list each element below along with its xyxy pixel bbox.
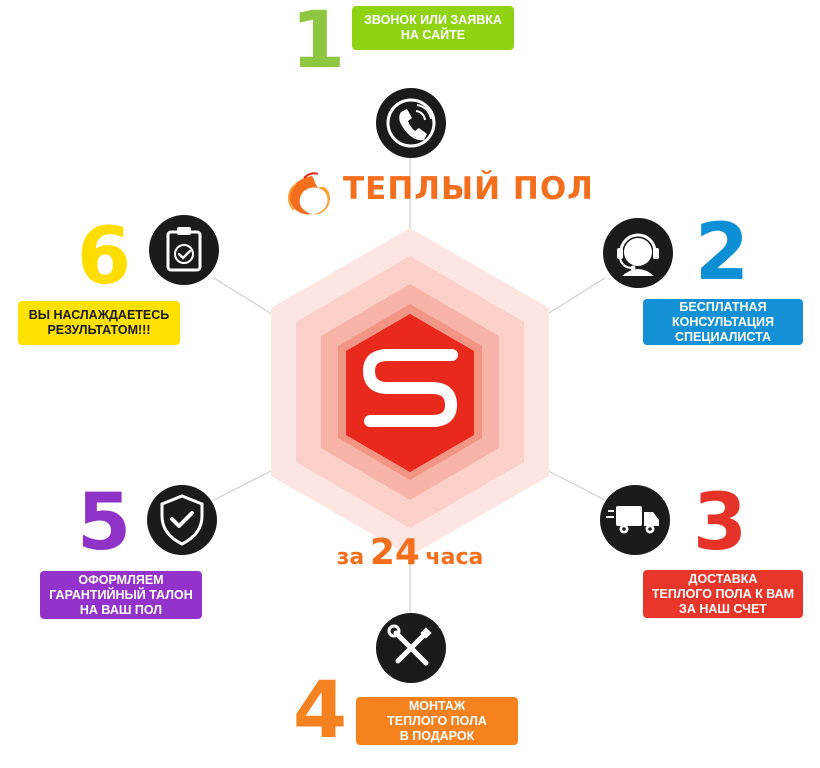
shield-check-icon (160, 494, 204, 546)
delivery-truck-icon (616, 506, 659, 534)
phoenix-logo-icon (288, 172, 330, 215)
step-6-icon-circle (149, 215, 219, 285)
step-1-label: ЗВОНОК ИЛИ ЗАЯВКА НА САЙТЕ (352, 6, 514, 50)
phone-call-icon (399, 109, 427, 141)
step-3-label: ДОСТАВКА ТЕПЛОГО ПОЛА К ВАМ ЗА НАШ СЧЕТ (643, 570, 803, 618)
step-4-number: 4 (292, 666, 348, 756)
step-6-number: 6 (76, 212, 132, 302)
step-3-number: 3 (692, 478, 748, 568)
time-prefix: за (336, 545, 365, 570)
step-5-label: ОФОРМЛЯЕМ ГАРАНТИЙНЫЙ ТАЛОН НА ВАШ ПОЛ (40, 571, 202, 619)
step-1-number: 1 (290, 0, 346, 86)
headset-operator-icon (617, 233, 659, 276)
heating-cable-icon (363, 349, 458, 427)
step-5-number: 5 (76, 478, 132, 568)
step-4-icon-circle (376, 613, 446, 683)
step-2-label: БЕСПЛАТНАЯ КОНСУЛЬТАЦИЯ СПЕЦИАЛИСТА (643, 299, 803, 345)
step-4-label: МОНТАЖ ТЕПЛОГО ПОЛА В ПОДАРОК (356, 697, 518, 745)
time-number: 24 (369, 532, 420, 573)
step-2-icon-circle (603, 218, 673, 288)
brand-title: ТЕПЛЫЙ ПОЛ (343, 171, 594, 207)
time-caption: за 24 часа (300, 532, 520, 573)
step-6-label: ВЫ НАСЛАЖДАЕТЕСЬ РЕЗУЛЬТАТОМ!!! (18, 301, 180, 345)
step-5-icon-circle (147, 485, 217, 555)
time-suffix: часа (425, 545, 484, 570)
step-3-icon-circle (600, 485, 670, 555)
wrench-screwdriver-icon (387, 624, 432, 666)
step-2-number: 2 (694, 208, 750, 298)
step-1-icon-circle (376, 88, 446, 158)
